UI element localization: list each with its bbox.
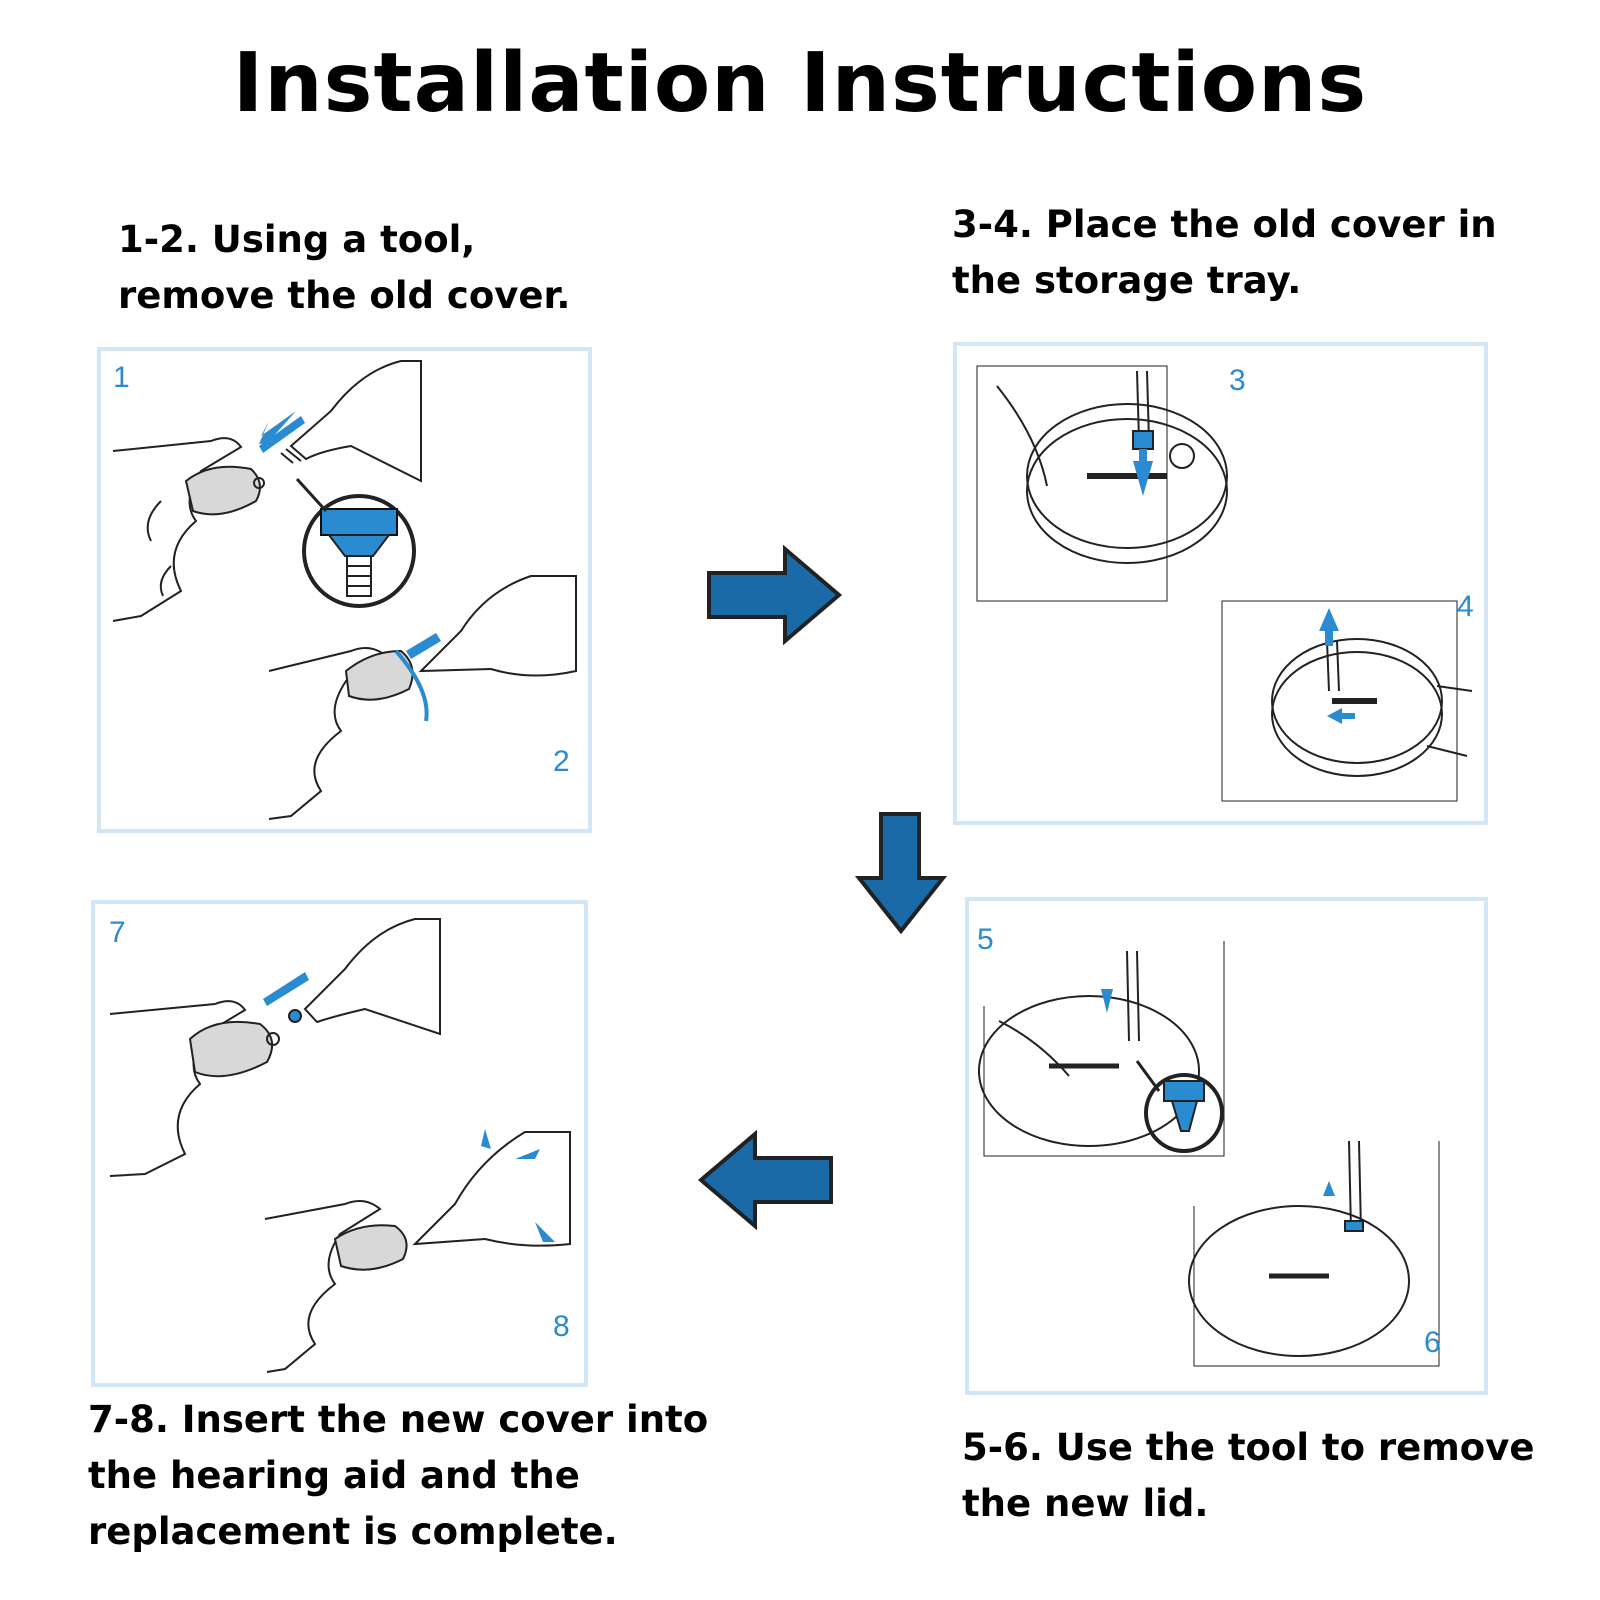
step-number-8: 8 xyxy=(553,1310,570,1343)
panel-step-1-2: 1 2 xyxy=(97,347,592,833)
step-number-6: 6 xyxy=(1424,1326,1441,1359)
panel-step-3-4: 3 4 xyxy=(953,342,1488,825)
storage-tray-icon xyxy=(1026,403,1228,549)
page-title: Installation Instructions xyxy=(232,36,1368,131)
hearing-aid-dome-icon xyxy=(188,1020,274,1078)
step-number-3: 3 xyxy=(1229,364,1246,397)
hearing-aid-dome-icon xyxy=(184,465,261,516)
step-number-2: 2 xyxy=(553,745,570,778)
arrow-left-icon xyxy=(697,1130,833,1230)
illustration-remove-lid xyxy=(978,941,1440,1367)
step-7-8-caption: 7-8. Insert the new cover into the heari… xyxy=(88,1398,709,1553)
panel-step-7-8: 7 8 xyxy=(91,900,588,1387)
step-number-5: 5 xyxy=(977,923,994,956)
step-number-4: 4 xyxy=(1457,590,1474,623)
illustration-insert-cover xyxy=(109,918,571,1373)
step-1-2-caption: 1-2. Using a tool, remove the old cover. xyxy=(118,218,571,317)
step-5-6-caption: 5-6. Use the tool to remove the new lid. xyxy=(962,1426,1535,1525)
magnifier-inset-icon xyxy=(302,494,416,608)
panel-step-5-6: 5 6 xyxy=(965,897,1488,1395)
tool-icon xyxy=(289,360,422,483)
step-3-4-caption: 3-4. Place the old cover in the storage … xyxy=(952,203,1497,302)
arrow-right-icon xyxy=(707,545,843,645)
tool-icon xyxy=(303,918,441,1036)
arrow-down-icon xyxy=(855,812,947,935)
illustration-storage-tray xyxy=(976,365,1473,802)
step-number-1: 1 xyxy=(113,361,130,394)
magnifier-inset-icon xyxy=(1144,1073,1224,1153)
illustration-remove-cover xyxy=(112,360,577,820)
hand-icon xyxy=(112,437,243,622)
step-number-7: 7 xyxy=(109,916,126,949)
